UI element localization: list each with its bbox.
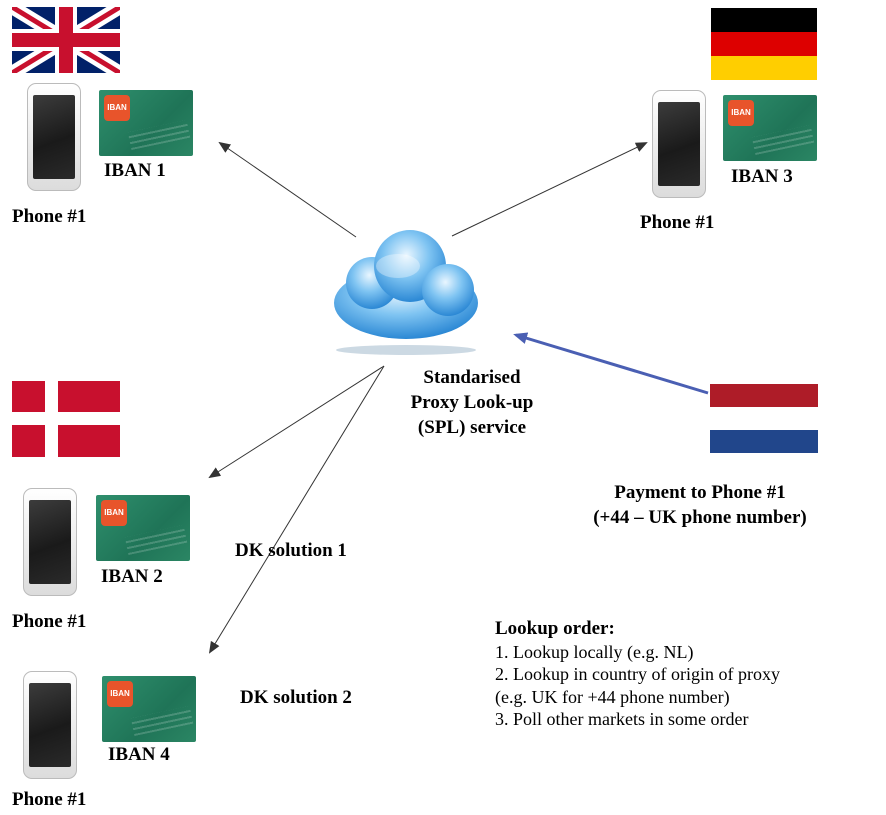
payment-label: Payment to Phone #1 (+44 – UK phone numb… (540, 480, 860, 530)
arrow-to-uk (218, 141, 357, 238)
lookup-order-item: (e.g. UK for +44 phone number) (495, 686, 730, 707)
iban-2-label: IBAN 2 (101, 566, 163, 587)
payment-arrow (513, 332, 709, 395)
phone-icon-dk-2 (23, 671, 77, 779)
spl-service-label: Standarised Proxy Look-up (SPL) service (372, 365, 572, 440)
iban-card-icon-dk-2: IBAN (102, 676, 196, 742)
iban-4-label: IBAN 4 (108, 744, 170, 765)
cloud-icon (334, 230, 478, 355)
phone-label-dk-1: Phone #1 (12, 611, 87, 632)
payment-line-1: Payment to Phone #1 (614, 482, 786, 503)
iban-badge: IBAN (107, 681, 133, 707)
phone-icon-germany (652, 90, 706, 198)
phone-label-dk-2: Phone #1 (12, 789, 87, 810)
phone-icon-uk (27, 83, 81, 191)
netherlands-flag (710, 384, 818, 453)
dk-solution-1-label: DK solution 1 (235, 540, 347, 561)
iban-3-label: IBAN 3 (731, 166, 793, 187)
phone-label-germany: Phone #1 (640, 212, 715, 233)
lookup-order-item: 3. Poll other markets in some order (495, 709, 749, 729)
uk-flag (12, 7, 120, 73)
phone-icon-dk-1 (23, 488, 77, 596)
lookup-order-title: Lookup order: (495, 618, 615, 639)
spl-label-line-2: Proxy Look-up (410, 392, 534, 413)
dk-solution-2-label: DK solution 2 (240, 687, 352, 708)
arrow-to-germany (451, 142, 648, 237)
denmark-flag (12, 381, 120, 457)
iban-1-label: IBAN 1 (104, 160, 166, 181)
iban-badge: IBAN (104, 95, 130, 121)
lookup-order-item: 2. Lookup in country of origin of proxy (495, 664, 780, 684)
iban-card-icon-dk-1: IBAN (96, 495, 190, 561)
spl-label-line-3: (SPL) service (417, 417, 527, 438)
germany-flag (711, 8, 817, 80)
arrow-to-dk-solution-2 (208, 365, 385, 654)
iban-badge: IBAN (728, 100, 754, 126)
lookup-order-list: Lookup order: 1. Lookup locally (e.g. NL… (495, 618, 780, 731)
iban-badge: IBAN (101, 500, 127, 526)
iban-card-icon-uk: IBAN (99, 90, 193, 156)
phone-label-uk: Phone #1 (12, 206, 87, 227)
iban-card-icon-germany: IBAN (723, 95, 817, 161)
arrow-to-dk-solution-1 (208, 365, 385, 479)
lookup-order-item: 1. Lookup locally (e.g. NL) (495, 641, 694, 662)
payment-line-2: (+44 – UK phone number) (593, 507, 807, 528)
spl-label-line-1: Standarised (423, 367, 521, 388)
